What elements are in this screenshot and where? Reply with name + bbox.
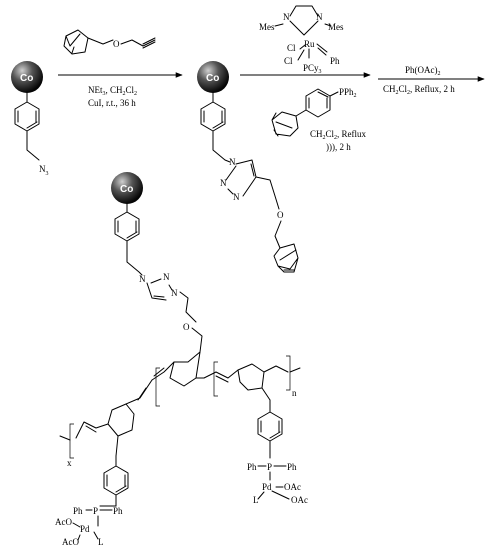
step-2-conditions-line-2: ))), 2 h bbox=[326, 142, 351, 152]
step-2-conditions-line-1: CH2Cl2, Reflux bbox=[310, 129, 367, 141]
right-p: P bbox=[267, 462, 272, 472]
left-aryl-ring bbox=[103, 455, 129, 496]
triazole-ring-3 bbox=[146, 278, 173, 301]
norbornene-reagent bbox=[63, 29, 114, 55]
cyclopentane-left bbox=[75, 403, 135, 439]
right-ph-2: Ph bbox=[287, 462, 297, 472]
step-1-conditions-line-1: NEt3, CH2Cl2 bbox=[88, 85, 137, 97]
right-ph-1: Ph bbox=[247, 462, 257, 472]
left-aco-2: AcO bbox=[62, 537, 79, 547]
cobalt-bead-3 bbox=[111, 172, 143, 204]
benzene-ring-3 bbox=[114, 203, 140, 242]
catalyst-cl-1: Cl bbox=[287, 43, 296, 53]
benzene-ring-1 bbox=[14, 92, 40, 132]
comonomer-benzene bbox=[305, 88, 339, 118]
nhc-ring bbox=[274, 5, 332, 36]
compound-2-triazole-n3: N bbox=[233, 192, 240, 202]
right-l: L bbox=[253, 495, 259, 505]
catalyst-n-right: N bbox=[316, 12, 323, 22]
comonomer-pph2: PPh2 bbox=[339, 87, 357, 99]
right-oac-1: OAc bbox=[284, 482, 301, 492]
product-repeat-n: n bbox=[292, 388, 297, 398]
cobalt-bead-1 bbox=[11, 61, 43, 93]
left-ph-2: Ph bbox=[113, 506, 123, 516]
catalyst-ru: Ru bbox=[304, 39, 315, 49]
catalyst-cl-2: Cl bbox=[284, 56, 293, 66]
cyclopentane-right bbox=[237, 363, 289, 391]
triazole-ring-2 bbox=[225, 159, 257, 197]
product-triazole-n1: N bbox=[139, 274, 146, 284]
bead-1-label: Co bbox=[20, 73, 33, 84]
product-polymer: Co N N N O n Ph P Ph Pd OAc OAc L bbox=[55, 172, 308, 547]
left-pd: Pd bbox=[80, 524, 90, 534]
azide-label: N3 bbox=[39, 164, 49, 177]
compound-2-triazole-monomer: Co N N N O bbox=[197, 61, 299, 273]
benzene-ring-2 bbox=[200, 92, 226, 132]
bead-3-label: Co bbox=[120, 184, 133, 195]
compound-2-triazole-n2: N bbox=[220, 178, 227, 188]
right-oac-2: OAc bbox=[291, 495, 308, 505]
right-pd: Pd bbox=[262, 482, 272, 492]
bead-2-label: Co bbox=[206, 73, 219, 84]
catalyst-mes-left: Mes bbox=[259, 22, 275, 32]
step-3-conditions-line-1: Ph(OAc)2 bbox=[405, 65, 441, 77]
product-triazole-n3: N bbox=[171, 288, 178, 298]
cobalt-bead-2 bbox=[197, 61, 229, 93]
right-aryl-ring bbox=[257, 399, 283, 442]
catalyst-n-left: N bbox=[283, 12, 290, 22]
norbornene-unit-2 bbox=[273, 243, 299, 273]
catalyst-mes-right: Mes bbox=[328, 22, 344, 32]
product-triazole-n2: N bbox=[163, 272, 170, 282]
step-3-conditions-line-2: CH2Cl2, Reflux, 2 h bbox=[383, 84, 455, 96]
reaction-step-1: O NEt3, CH2Cl2 CuI, r.t., 36 h bbox=[58, 29, 183, 108]
left-l: L bbox=[98, 537, 104, 547]
compound-1-azide: Co N3 bbox=[11, 61, 49, 177]
reagent-ether-o: O bbox=[113, 39, 120, 49]
comonomer-norbornene bbox=[271, 111, 299, 137]
left-aco-1: AcO bbox=[55, 517, 72, 527]
compound-2-ether-o: O bbox=[277, 210, 284, 220]
reaction-step-2: Mes N N Mes Cl Cl Ru Ph PCy3 PPh2 CH2Cl2… bbox=[240, 5, 371, 152]
product-ether-o: O bbox=[183, 322, 190, 332]
product-repeat-x: x bbox=[67, 458, 72, 468]
cyclopentane-central bbox=[169, 351, 205, 387]
catalyst-ph: Ph bbox=[330, 56, 340, 66]
step-1-conditions-line-2: CuI, r.t., 36 h bbox=[88, 98, 136, 108]
left-p: P bbox=[93, 506, 98, 516]
catalyst-pcy: PCy3 bbox=[303, 63, 322, 75]
compound-2-triazole-n1: N bbox=[229, 157, 236, 167]
reaction-step-3: Ph(OAc)2 CH2Cl2, Reflux, 2 h bbox=[378, 65, 485, 96]
left-ph-1: Ph bbox=[73, 506, 83, 516]
